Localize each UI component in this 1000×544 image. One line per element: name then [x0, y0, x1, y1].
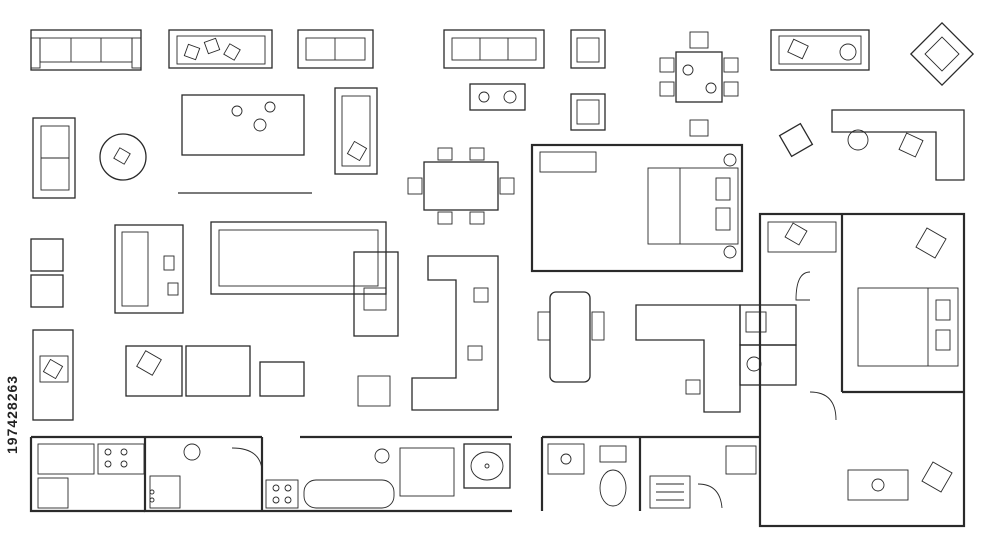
bathroom-right [540, 435, 760, 511]
apartment-right [758, 212, 966, 528]
sofa-with-table [114, 224, 184, 314]
dining-table-six [407, 147, 515, 225]
chairs-left [30, 238, 64, 308]
sideboard [770, 29, 870, 71]
corner-armchair [909, 21, 975, 87]
sofa-with-pillows [168, 29, 273, 69]
sectional-sofa [411, 255, 499, 411]
loveseat [297, 29, 374, 69]
bathtub-room [262, 447, 512, 513]
kitchen-counter-l [210, 221, 387, 295]
sofa-vertical [334, 87, 378, 175]
round-table [99, 133, 147, 181]
ottoman [259, 361, 305, 397]
tv-unit [32, 329, 74, 421]
sofa-three-seat-2 [443, 29, 545, 69]
recliner [537, 291, 605, 383]
armchair [570, 29, 606, 69]
desk-area [635, 304, 741, 413]
sink-cabinet [463, 443, 511, 489]
kitchen-bottom [29, 435, 262, 513]
bedroom-one [530, 143, 744, 273]
stock-image-id: 197428263 [4, 374, 20, 454]
sofa-left [32, 117, 76, 199]
coffee-table-rect [181, 94, 305, 156]
coffee-table-small [469, 83, 526, 111]
dining-table-four-chairs [659, 31, 739, 137]
sofa-three-seat [30, 29, 142, 71]
armchair-2 [570, 93, 606, 131]
bathroom-left [143, 435, 512, 513]
twin-armchairs [125, 345, 251, 397]
closet-units [739, 271, 811, 386]
corner-desk [831, 109, 965, 181]
armchair-tilted [778, 122, 814, 158]
kitchen-island [353, 251, 399, 407]
